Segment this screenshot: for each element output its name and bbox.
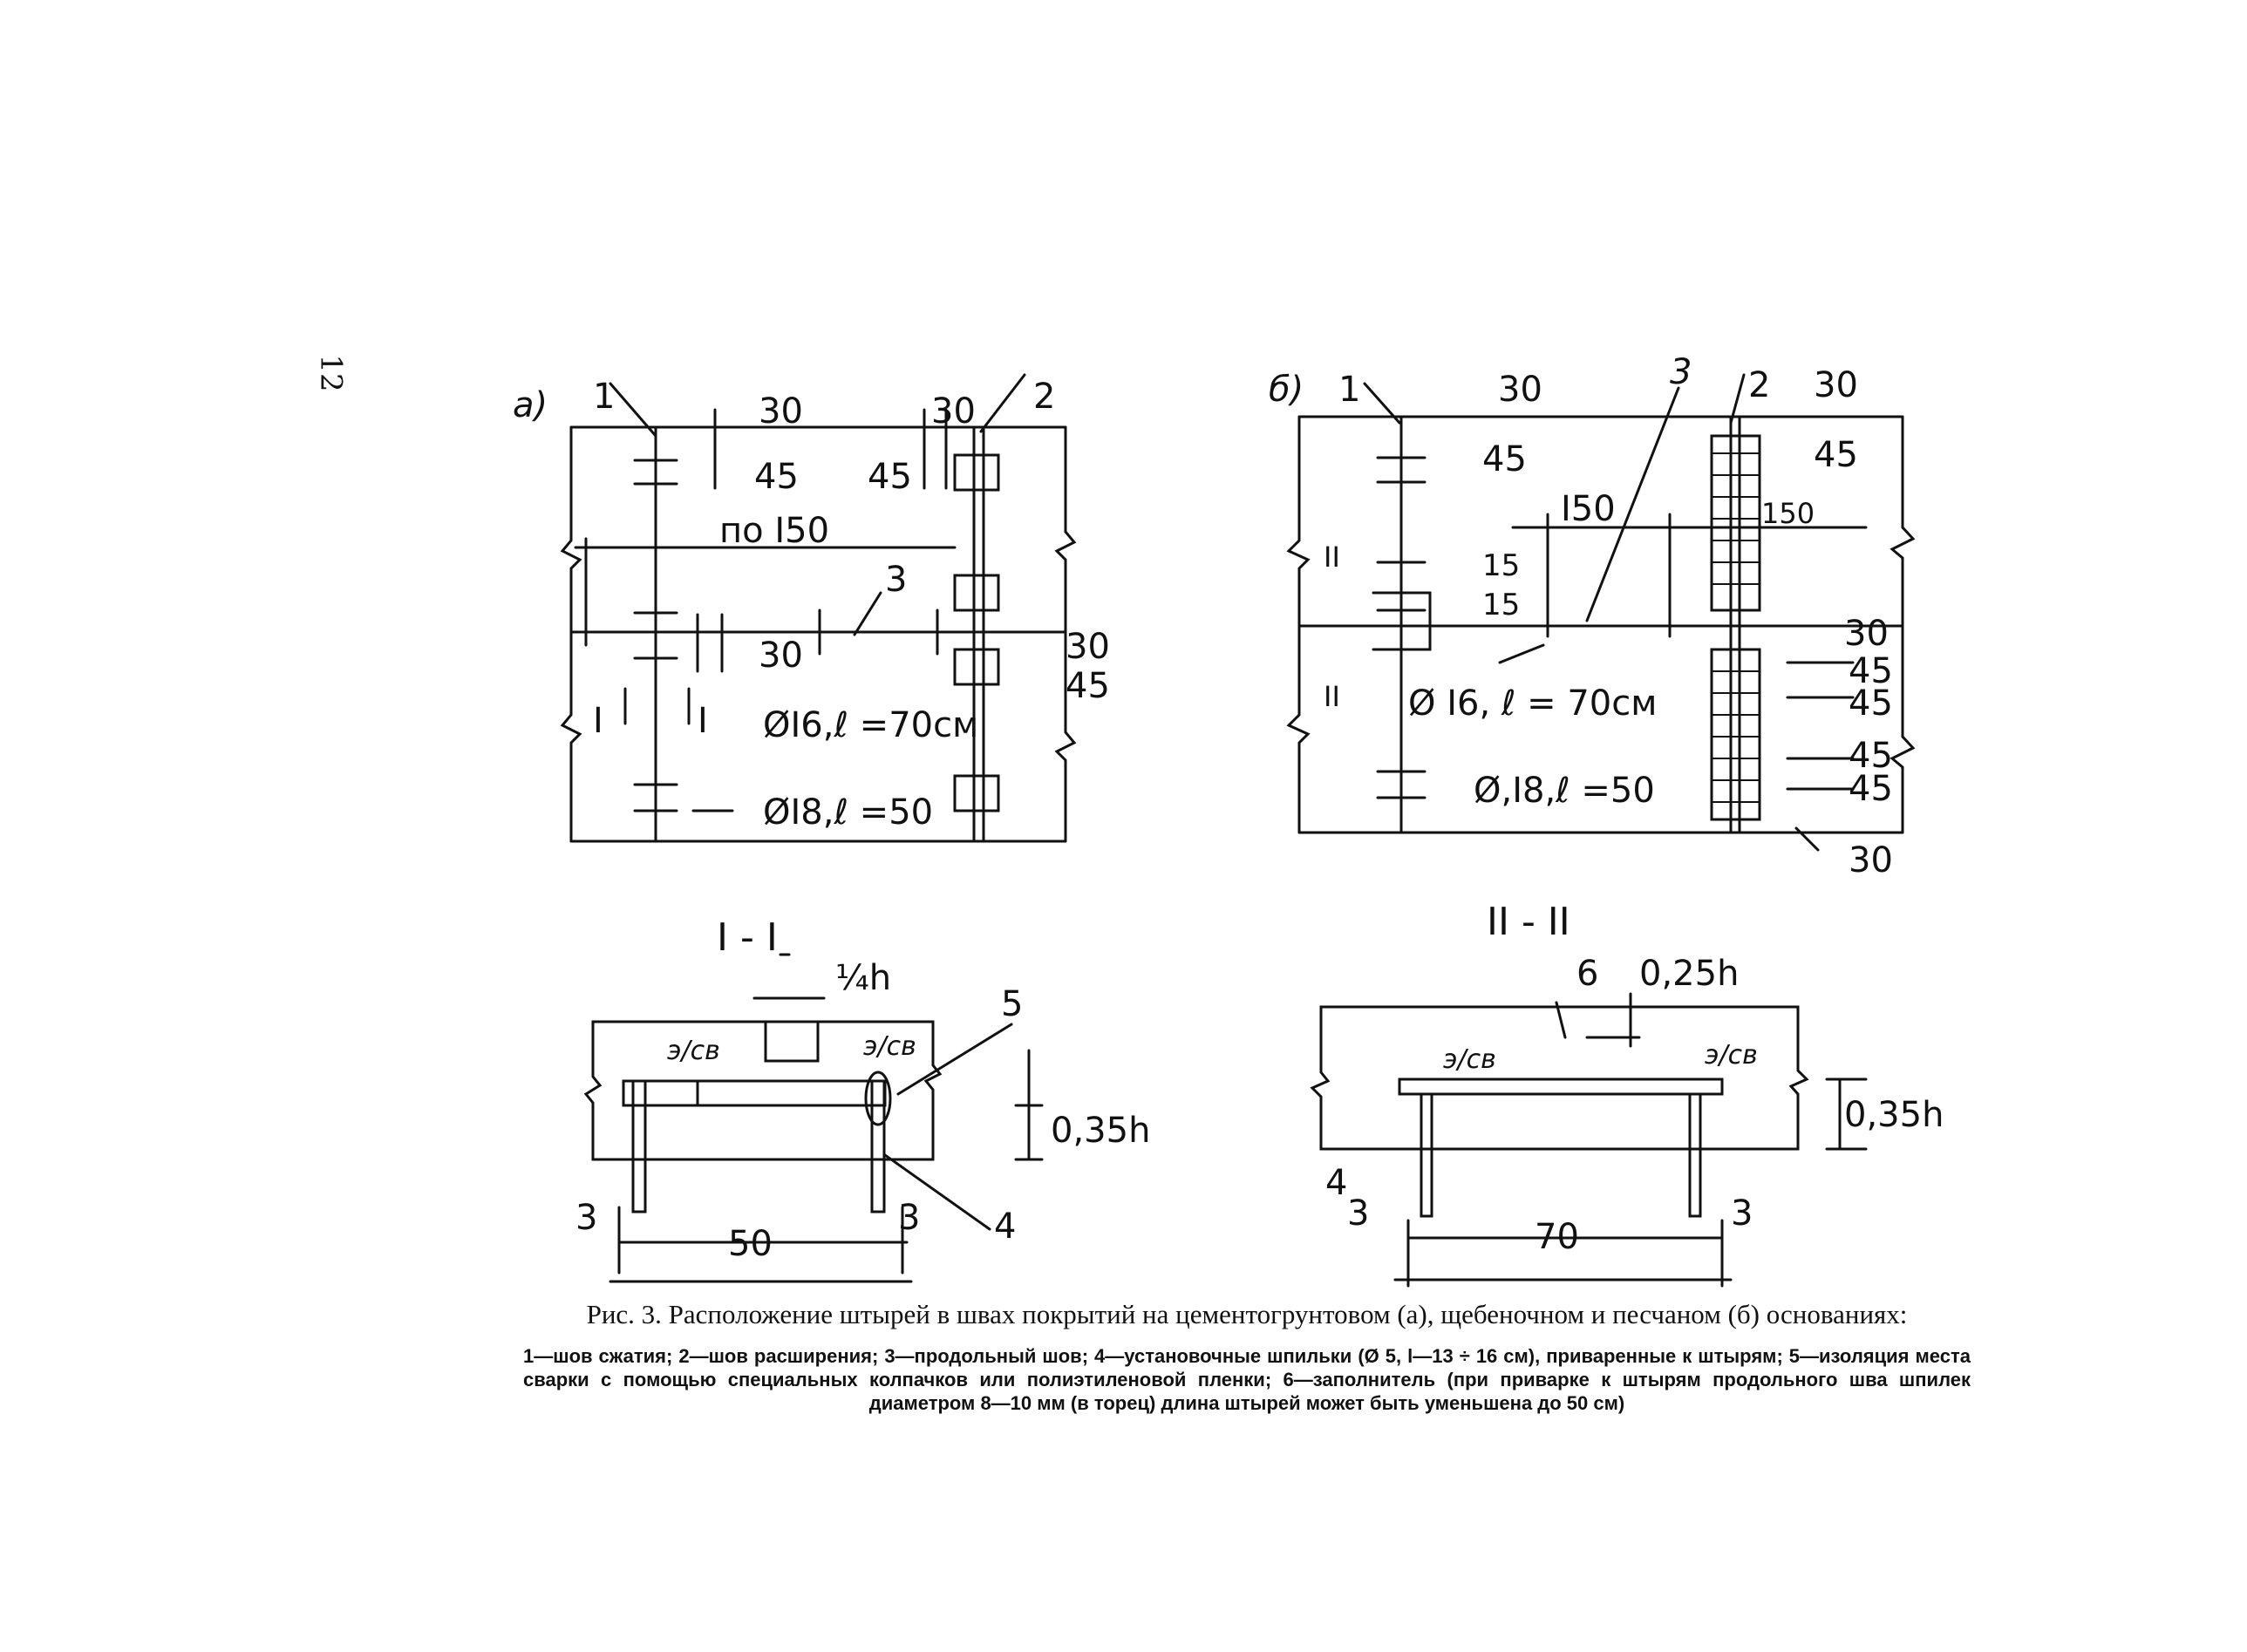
section-1-callout-4: 4 [994, 1207, 1016, 1247]
section-1-dim-span: 50 [728, 1224, 773, 1264]
section-2-title: II - II [1487, 900, 1570, 944]
section-1-dim-right: 3 [898, 1198, 920, 1238]
panel-a-spacing: по I50 [719, 511, 829, 551]
panel-b-dim-15-a: 15 [1482, 548, 1520, 583]
panel-a-dim-45-right-low: 45 [1066, 666, 1110, 706]
panel-b-dim-45-d: 45 [1849, 769, 1893, 809]
panel-b-dim-45-left: 45 [1482, 439, 1527, 479]
panel-b-section-mark-bottom: II [1324, 680, 1340, 713]
panel-b-spacing: I50 [1561, 489, 1616, 529]
section-2-callout-6: 6 [1576, 954, 1598, 994]
panel-b-callout-1: 1 [1338, 370, 1360, 410]
panel-a-dim-45-left: 45 [754, 457, 799, 497]
section-2-dim-span: 70 [1535, 1217, 1579, 1257]
section-1-depth: 0,35h [1051, 1111, 1150, 1151]
panel-a-dim-30-top: 30 [759, 391, 803, 432]
panel-b-dim-15-b: 15 [1482, 588, 1520, 622]
panel-a-letter: а) [513, 385, 548, 425]
section-1-callout-5: 5 [1001, 984, 1023, 1024]
panel-a-bar-18: ØI8,ℓ =50 [763, 792, 933, 833]
section-2-dim-left: 3 [1347, 1193, 1369, 1234]
panel-b-dim-30-top-right: 30 [1814, 365, 1858, 405]
caption-legend: 1—шов сжатия; 2—шов расширения; 3—продол… [523, 1345, 1971, 1414]
section-2-quarter-h: 0,25h [1639, 954, 1739, 994]
panel-b-bar-16: Ø I6, ℓ = 70см [1408, 683, 1657, 724]
section-2-depth: 0,35h [1844, 1095, 1944, 1135]
section-1-weld-right: э/св [863, 1031, 916, 1062]
panel-b-dim-45-right: 45 [1814, 435, 1858, 475]
panel-b-callout-2: 2 [1748, 365, 1770, 405]
panel-a-section-mark-right: I [698, 701, 708, 741]
section-1-drawing [583, 953, 1044, 1283]
panel-b-dim-45-b: 45 [1849, 683, 1893, 724]
panel-b-section-mark-top: II [1324, 540, 1340, 574]
panel-b-bar-18: Ø,I8,ℓ =50 [1474, 771, 1655, 811]
section-1-weld-left: э/св [667, 1036, 720, 1066]
panel-a-dim-45-right: 45 [868, 457, 912, 497]
panel-a-section-mark-left: I [593, 701, 603, 741]
figure-caption: Рис. 3. Расположение штырей в швах покры… [523, 1297, 1971, 1415]
panel-b-dim-45-c: 45 [1849, 736, 1893, 776]
panel-b-dim-30-edge: 30 [1844, 614, 1889, 654]
panel-a-dim-30-top-right: 30 [931, 391, 976, 432]
panel-b-dim-45-a: 45 [1849, 651, 1893, 691]
caption-title: Рис. 3. Расположение штырей в швах покры… [586, 1299, 1908, 1329]
section-2-drawing [1310, 992, 1868, 1288]
panel-a-callout-2: 2 [1033, 377, 1055, 417]
panel-a-plan [560, 373, 1077, 843]
panel-b-dim-30-top: 30 [1498, 370, 1542, 410]
panel-a-bar-16: ØI6,ℓ =70см [763, 705, 978, 745]
panel-b-plan [1286, 373, 1916, 852]
panel-a-callout-1: 1 [593, 377, 615, 417]
panel-a-dim-30-mid: 30 [759, 636, 803, 676]
panel-b-letter: б) [1269, 370, 1304, 410]
section-1-title: I - I [717, 915, 778, 960]
panel-b-callout-3: 3 [1670, 352, 1692, 392]
section-2-weld-right: э/св [1705, 1040, 1758, 1071]
section-2-dim-right: 3 [1731, 1193, 1753, 1234]
section-2-weld-left: э/св [1443, 1044, 1496, 1075]
section-2-callout-4: 4 [1325, 1163, 1347, 1203]
panel-a-callout-3: 3 [885, 560, 907, 600]
panel-b-dim-30-bottom: 30 [1849, 840, 1893, 880]
section-1-dim-left: 3 [575, 1198, 597, 1238]
panel-b-spacing-right: 150 [1761, 497, 1815, 530]
panel-a-dim-30-right: 30 [1066, 627, 1110, 667]
section-1-quarter-h: ¼h [835, 958, 891, 998]
